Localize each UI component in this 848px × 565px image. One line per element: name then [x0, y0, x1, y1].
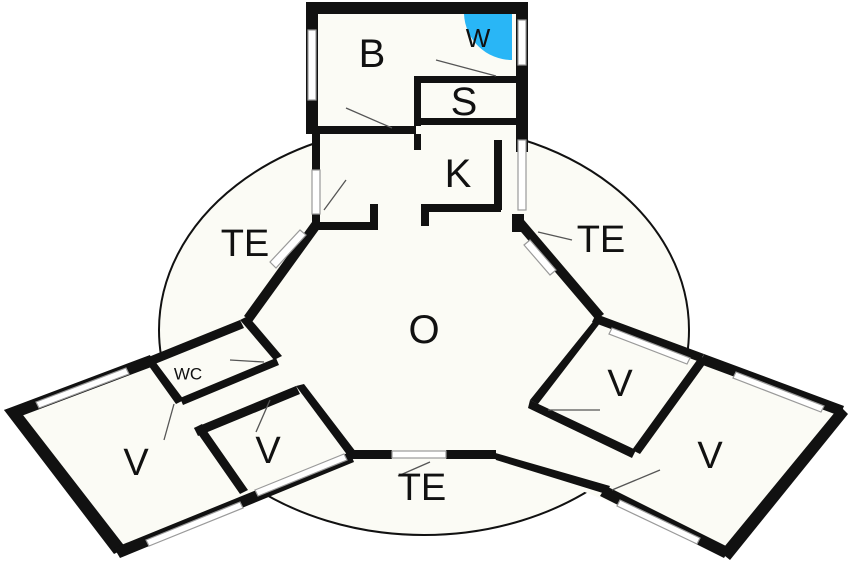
wall — [194, 424, 248, 494]
wall — [720, 406, 848, 560]
wall — [421, 204, 501, 212]
wall — [592, 314, 704, 362]
room-label-left-outer: V — [123, 442, 149, 484]
windows — [35, 19, 825, 547]
room-label-right-inner: V — [607, 363, 633, 405]
wall — [194, 386, 300, 436]
wall — [414, 76, 421, 126]
wall — [528, 400, 636, 458]
window — [307, 29, 317, 101]
wall — [530, 318, 604, 404]
room-label-shower: S — [451, 80, 478, 124]
wall — [306, 2, 528, 14]
wall — [492, 452, 610, 494]
wall — [346, 450, 392, 459]
window — [517, 19, 527, 66]
window — [391, 450, 447, 459]
wall — [146, 360, 184, 404]
wall — [632, 356, 708, 454]
room-label-wardrobe: W — [466, 23, 491, 53]
wall — [446, 450, 496, 459]
wardrobe-accent — [464, 14, 512, 61]
room-label-wc: WC — [174, 365, 202, 384]
wall — [421, 204, 429, 226]
wall — [180, 358, 279, 405]
room-label-bedroom: B — [359, 32, 386, 76]
window — [145, 501, 244, 547]
room-label-living: O — [408, 308, 439, 352]
wall — [4, 406, 126, 554]
window — [254, 453, 348, 497]
room-label-kitchen: K — [445, 152, 472, 196]
window — [269, 229, 307, 269]
window — [35, 367, 130, 409]
terrace-label-left: TE — [221, 223, 270, 265]
wall — [320, 222, 378, 230]
room-label-right-outer: V — [697, 435, 723, 477]
window — [517, 139, 527, 211]
window — [616, 499, 701, 545]
wall — [494, 140, 502, 210]
room-label-left-inner: V — [255, 430, 281, 472]
door-lines — [163, 59, 661, 491]
window — [523, 239, 557, 276]
window — [311, 169, 321, 215]
wall — [414, 76, 518, 83]
wall — [414, 134, 421, 150]
wall — [244, 222, 320, 322]
terrace-label-right: TE — [577, 219, 626, 261]
wall — [146, 320, 244, 366]
wall — [370, 204, 378, 228]
wall — [240, 316, 282, 360]
central-floor — [245, 222, 600, 455]
wall — [306, 126, 416, 134]
wall — [516, 220, 604, 320]
wall — [414, 118, 518, 125]
wall — [312, 132, 320, 170]
wall — [312, 214, 320, 230]
wall — [296, 384, 356, 456]
terrace-label-bottom: TE — [398, 467, 447, 509]
window — [608, 327, 691, 365]
window — [732, 371, 825, 413]
